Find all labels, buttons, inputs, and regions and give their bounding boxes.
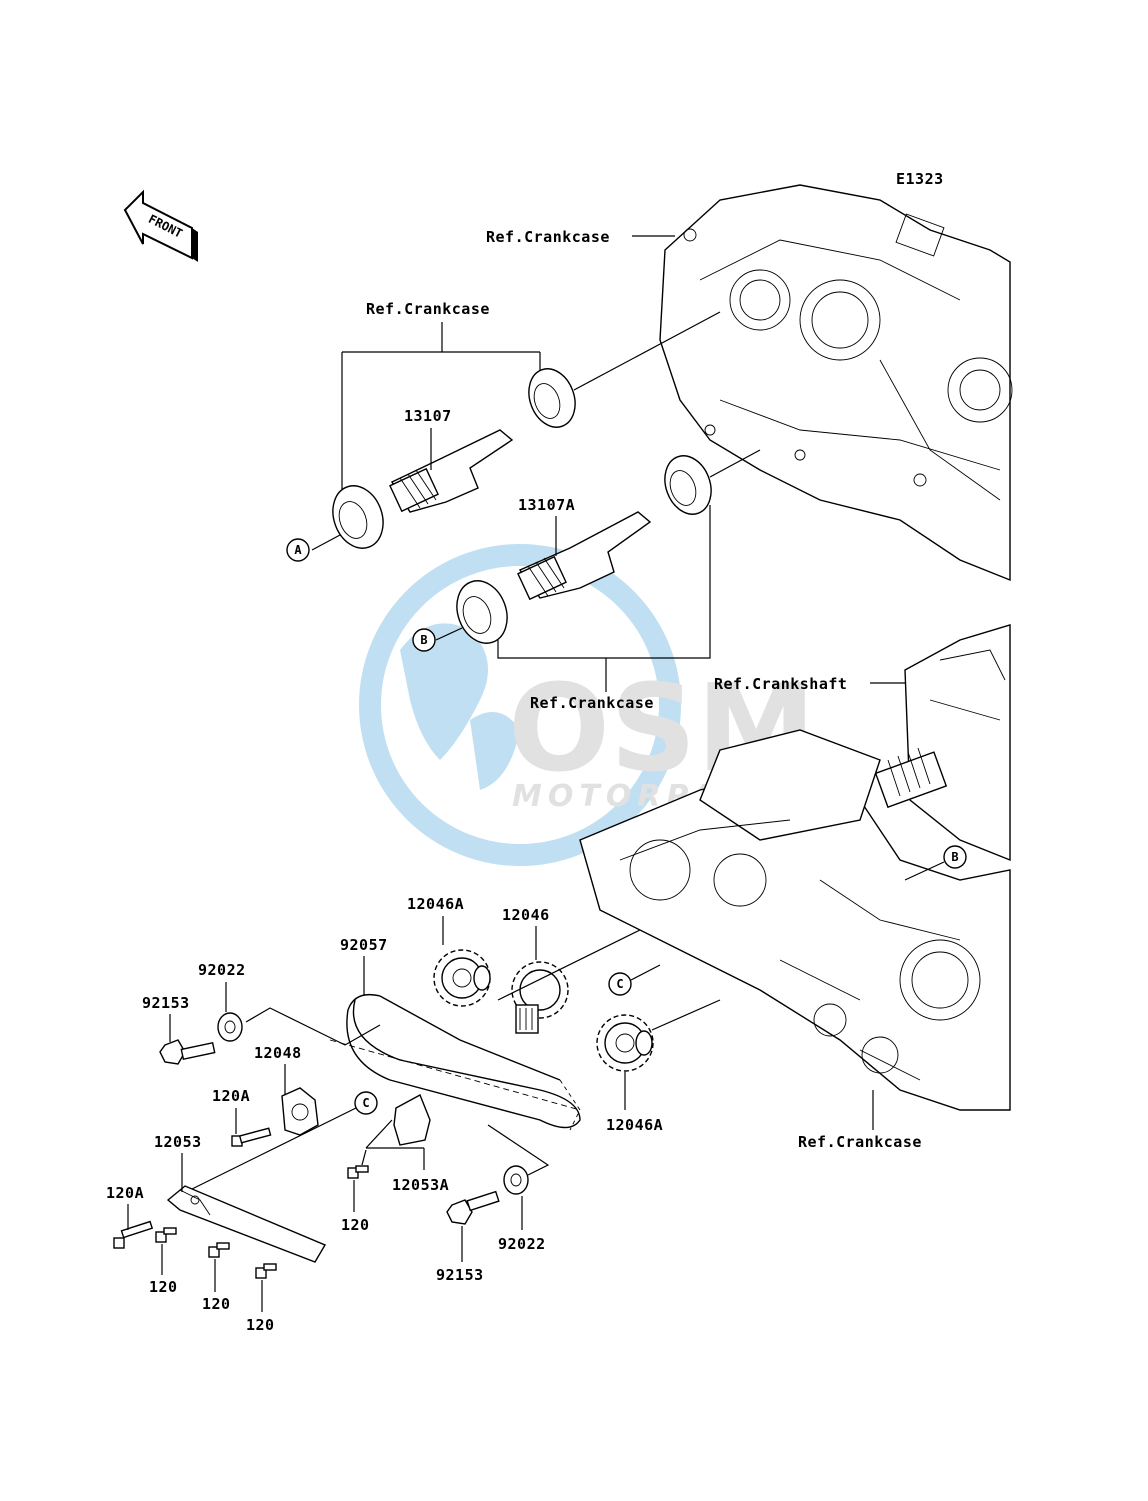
- bolt-120-guide: [347, 1165, 369, 1179]
- callout-b-lower: [943, 845, 967, 869]
- shaft-13107a: [517, 511, 652, 601]
- sprocket-12046a-upper: [433, 949, 491, 1007]
- crankshaft: [874, 624, 1011, 862]
- ref-crankcase-mid-label: Ref.Crankcase: [366, 300, 490, 318]
- part-12053-label: 12053: [154, 1133, 202, 1151]
- bolt-120a-mid: [231, 1127, 272, 1147]
- bolt-92153-lower: [446, 1190, 500, 1225]
- callout-b-upper-text: B: [420, 633, 427, 647]
- bearing-b: [456, 580, 508, 644]
- callout-a-upper-text: A: [294, 543, 302, 557]
- part-12046a-upper-label: 12046A: [407, 895, 464, 913]
- part-12053a-label: 12053A: [392, 1176, 449, 1194]
- bolt-92153-upper: [159, 1039, 216, 1065]
- bolt-120-left-1: [155, 1227, 177, 1243]
- guide-12053: [166, 1185, 327, 1263]
- sprocket-12046: [511, 961, 569, 1034]
- part-120-c-label: 120: [202, 1295, 231, 1313]
- part-120-b-label: 120: [149, 1278, 178, 1296]
- ref-crankcase-lower-label: Ref.Crankcase: [530, 694, 654, 712]
- part-12046a-lower-label: 12046A: [606, 1116, 663, 1134]
- bolt-120a-left: [113, 1220, 154, 1249]
- part-12048-label: 12048: [254, 1044, 302, 1062]
- front-arrow-icon: FRONT: [123, 189, 198, 262]
- shaft-13107: [389, 429, 514, 513]
- bearing-right: [664, 455, 712, 515]
- callout-c-left: [354, 1091, 378, 1115]
- part-92153-upper-label: 92153: [142, 994, 190, 1012]
- bolt-120-left-2: [208, 1242, 230, 1258]
- part-120a-mid-label: 120A: [212, 1087, 250, 1105]
- callout-a-upper: [286, 538, 310, 562]
- part-92057-label: 92057: [340, 936, 388, 954]
- bolt-120-left-3: [255, 1263, 277, 1279]
- washer-92022-lower: [503, 1165, 529, 1195]
- watermark-globe-ring: [359, 544, 681, 866]
- chain-92057: [346, 993, 581, 1131]
- part-13107-label: 13107: [404, 407, 452, 425]
- upper-crankcase: [659, 184, 1013, 582]
- part-12046-label: 12046: [502, 906, 550, 924]
- part-120a-left-label: 120A: [106, 1184, 144, 1202]
- callout-b-upper: [412, 628, 436, 652]
- tensioner-12048: [281, 1087, 319, 1136]
- part-120-guide-label: 120: [341, 1216, 370, 1234]
- callout-c-left-text: C: [362, 1096, 369, 1110]
- part-92022-upper-label: 92022: [198, 961, 246, 979]
- part-13107a-label: 13107A: [518, 496, 575, 514]
- watermark-globe-continents: [400, 623, 520, 790]
- ref-crankshaft-label: Ref.Crankshaft: [714, 675, 847, 693]
- diagram-code: E1323: [896, 170, 944, 188]
- ref-crankcase-top-label: Ref.Crankcase: [486, 228, 610, 246]
- part-92153-lower-label: 92153: [436, 1266, 484, 1284]
- guide-12053a: [393, 1094, 431, 1146]
- callout-c-right-text: C: [616, 977, 623, 991]
- ref-crankcase-bottom-label: Ref.Crankcase: [798, 1133, 922, 1151]
- bearing-upper-right: [528, 368, 576, 428]
- part-92022-lower-label: 92022: [498, 1235, 546, 1253]
- callout-c-right: [608, 972, 632, 996]
- part-120-d-label: 120: [246, 1316, 275, 1334]
- sprocket-12046a-lower: [596, 1014, 654, 1072]
- lower-crankcase: [579, 729, 1011, 1111]
- callout-b-lower-text: B: [951, 850, 958, 864]
- bearing-a: [332, 485, 384, 549]
- washer-92022-upper: [217, 1012, 243, 1042]
